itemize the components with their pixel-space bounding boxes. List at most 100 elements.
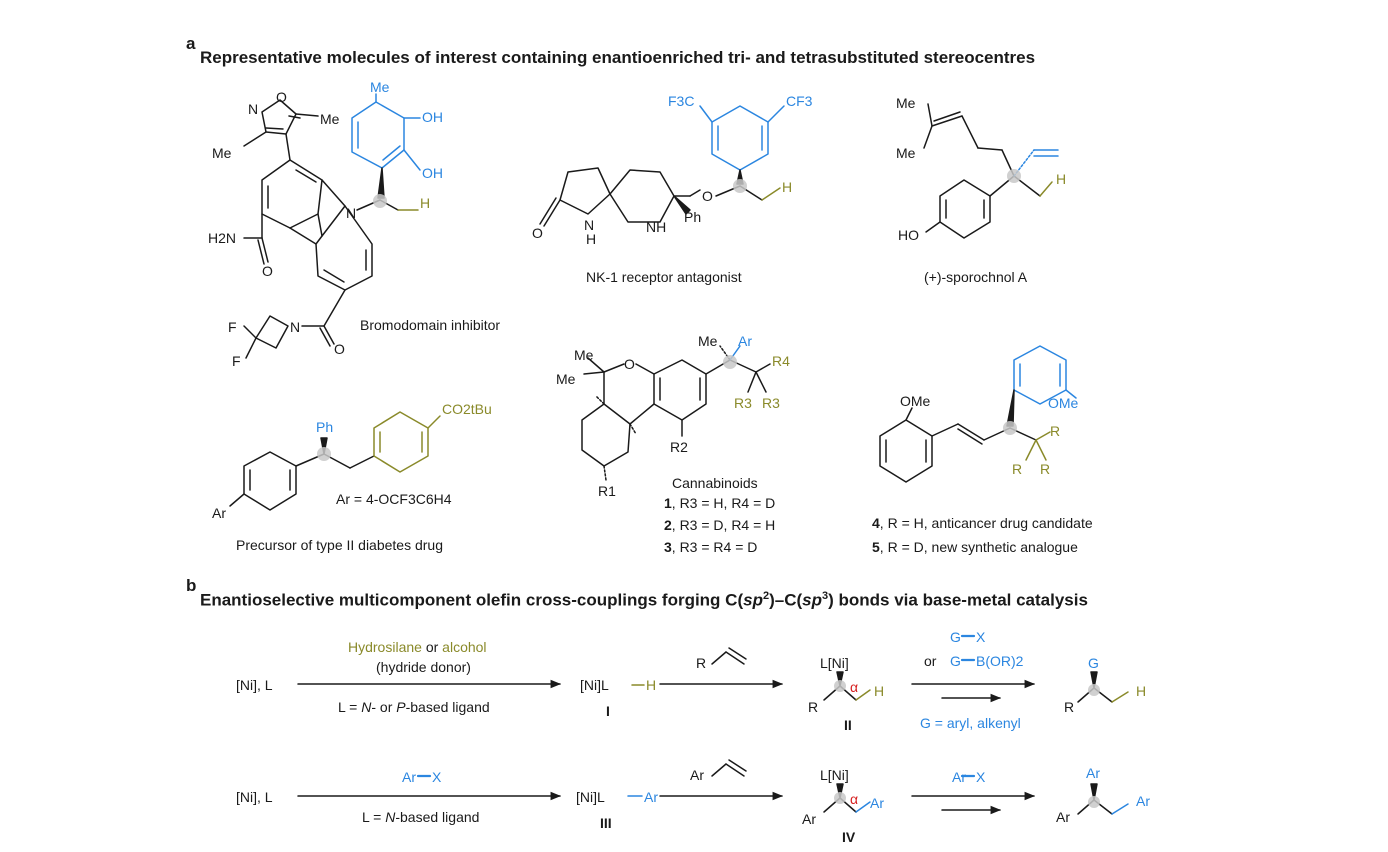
nk1-h: H [782,179,792,195]
bromo-me-r: Me [320,111,340,127]
row2-start: [Ni], L [236,789,273,805]
int4-ar-right: Ar [870,795,884,811]
prod2-ar-left: Ar [1056,809,1070,825]
row2-reagent-x: X [976,769,986,785]
int4-ar-left: Ar [802,811,816,827]
diabetes-stereocentre [317,447,331,461]
int3-ni: [Ni]L [576,789,605,805]
int4-wedge [836,783,844,799]
row2-above-ar: Ar [402,769,416,785]
spor-h: H [1056,171,1066,187]
cann-o: O [624,356,635,372]
row1-below2: G = aryl, alkenyl [920,715,1021,731]
panel-b-letter: b [186,576,197,595]
anti-variant-4: 4, R = H, anticancer drug candidate [872,515,1093,531]
cann-variant-1: 1, R3 = H, R4 = D [664,495,775,511]
prod2-skeleton [1077,799,1129,815]
bromo-n-ring: N [346,205,356,221]
cann-variant-3: 3, R3 = R4 = D [664,539,757,555]
diabetes-olive-ring [373,411,441,473]
int2-alpha: α [850,679,858,695]
bromodomain-wedge [377,167,385,199]
bromo-n-ox: N [248,101,258,117]
panel-a-title: Representative molecules of interest con… [200,48,1036,67]
prod1-r: R [1064,699,1074,715]
anti-ome1: OMe [900,393,931,409]
bromodomain-inhibitor-structure [243,99,419,359]
int1-ni: [Ni]L [580,677,609,693]
nk1-aryl-ring [699,105,785,171]
int1-label: I [606,703,610,719]
cann-r3a: R3 [734,395,752,411]
row2-above-x: X [432,769,442,785]
spor-me1: Me [896,95,916,111]
prod1-h: H [1136,683,1146,699]
int2-r: R [808,699,818,715]
nk1-o: O [702,188,713,204]
prod2-ar-top: Ar [1086,765,1100,781]
nk1-ph: Ph [684,209,701,225]
prod2-wedge [1090,783,1098,801]
anti-variant-5: 5, R = D, new synthetic analogue [872,539,1078,555]
int4-stereocentre [834,792,846,804]
prod1-g: G [1088,655,1099,671]
reagent2-b: B(OR)2 [976,653,1024,669]
nk1-stereocentre [733,179,747,193]
int4-label: IV [842,829,856,845]
anti-r2: R [1012,461,1022,477]
sporochnol-vinyl [1013,149,1059,177]
diab-ester: CO2tBu [442,401,492,417]
spor-caption: (+)-sporochnol A [924,269,1028,285]
diab-ar: Ar [212,505,226,521]
row1-olefin [711,647,747,665]
sporochnol-stereocentre [1007,169,1021,183]
diabetes-wedge [320,437,328,455]
int2-ni: L[Ni] [820,655,849,671]
reagent2-g: G [950,653,961,669]
prod1-wedge [1090,671,1098,689]
bromo-me-l: Me [212,145,232,161]
bromo-h: H [420,195,430,211]
row2-reagent-ar: Ar [952,769,966,785]
cannabinoid-structure [581,357,771,467]
bromo-amide-o: O [262,263,273,279]
int2-label: II [844,717,852,733]
bromodomain-stereocentre [373,194,387,208]
row1-olefin-r: R [696,655,706,671]
nk1-wedge-ph [673,195,691,215]
prod1-stereocentre [1088,684,1100,696]
int3-label: III [600,815,612,831]
reagent1-x: X [976,629,986,645]
bromodomain-aryl-ring [351,93,421,171]
nk1-cf3-l: F3C [668,93,694,109]
nk1-lactam-o: O [532,225,543,241]
nk1-structure [539,167,781,227]
diab-caption: Precursor of type II diabetes drug [236,537,443,553]
anti-r3: R [1040,461,1050,477]
bromo-amide-n: H2N [208,230,236,246]
int2-stereocentre [834,680,846,692]
int3-ar: Ar [644,789,658,805]
anticancer-structure [879,407,1051,483]
diab-ph: Ph [316,419,333,435]
cannabinoid-stereocentre [723,355,737,369]
bromo-carbonyl-o: O [334,341,345,357]
bromo-azet-n: N [290,319,300,335]
bromo-oh2: OH [422,165,443,181]
int2-skeleton [823,685,871,701]
diab-ar-def: Ar = 4-OCF3C6H4 [336,491,452,507]
cann-caption: Cannabinoids [672,475,758,491]
prod2-stereocentre [1088,796,1100,808]
int2-h: H [874,683,884,699]
bromo-oh1: OH [422,109,443,125]
sporochnol-structure [923,103,1053,239]
row1-start: [Ni], L [236,677,273,693]
anti-ome2: OMe [1048,395,1079,411]
cann-r1: R1 [598,483,616,499]
int1-h: H [646,677,656,693]
row1-below: L = N- or P-based ligand [338,699,490,715]
cann-r2: R2 [670,439,688,455]
cann-r3b: R3 [762,395,780,411]
nk1-n-h: H [586,231,596,247]
